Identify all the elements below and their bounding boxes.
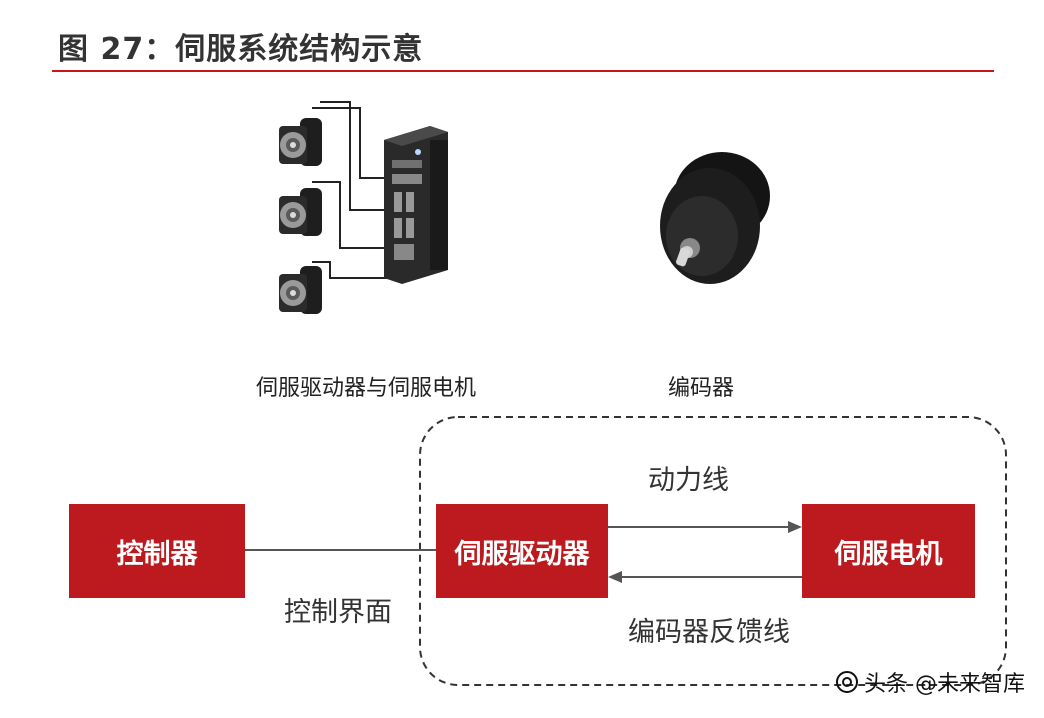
watermark-text: 头条 @未来智库: [864, 672, 1025, 697]
encoder-feedback-arrowhead: [608, 571, 622, 583]
control-interface-label: 控制界面: [284, 597, 392, 628]
drive-motor-region: [419, 416, 1007, 686]
servo-motor-icon-1: [279, 118, 322, 166]
encoder-caption: 编码器: [668, 376, 735, 401]
watermark-logo-icon: [836, 671, 858, 693]
power-line-arrowhead: [788, 521, 802, 533]
servo-motor-icon-2: [279, 188, 322, 236]
motor-cables: [312, 101, 392, 279]
encoder-feedback-label: 编码器反馈线: [628, 617, 790, 648]
title-divider: [52, 70, 994, 72]
power-line-label: 动力线: [648, 465, 729, 496]
watermark: 头条 @未来智库: [836, 666, 1025, 698]
encoder-icon: [660, 152, 770, 284]
drive-motor-caption: 伺服驱动器与伺服电机: [256, 376, 477, 401]
servo-drive-icon: [384, 126, 448, 284]
servo-motor-box: 伺服电机: [802, 504, 975, 598]
figure-title: 图 27：伺服系统结构示意: [58, 32, 424, 67]
servo-drive-box: 伺服驱动器: [436, 504, 608, 598]
controller-box: 控制器: [69, 504, 245, 598]
servo-motor-icon-3: [279, 266, 322, 314]
